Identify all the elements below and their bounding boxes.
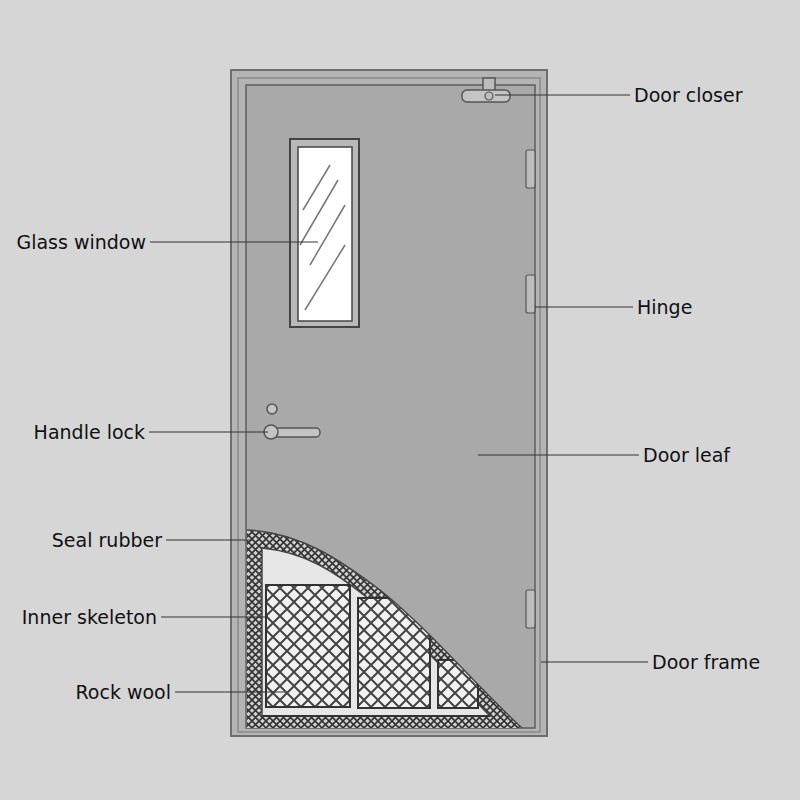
part-label: Handle lock (34, 421, 145, 444)
door-frame (231, 70, 547, 736)
part-label: Glass window (16, 231, 146, 254)
part-label: Door frame (652, 651, 760, 674)
handle-lock (264, 404, 320, 439)
cutaway-edge (247, 530, 522, 728)
part-label: Hinge (637, 296, 692, 319)
hinges (526, 150, 535, 628)
part-label: Door closer (634, 84, 742, 107)
glass-window (290, 139, 359, 327)
leader-lines (149, 95, 648, 692)
cutaway-section (246, 525, 536, 730)
frame-inner-edge (238, 78, 540, 732)
part-label: Door leaf (643, 444, 730, 467)
door-closer (462, 78, 510, 102)
part-label: Seal rubber (52, 529, 162, 552)
part-label: Rock wool (75, 681, 171, 704)
door-leaf (246, 85, 535, 728)
part-label: Inner skeleton (22, 606, 157, 629)
